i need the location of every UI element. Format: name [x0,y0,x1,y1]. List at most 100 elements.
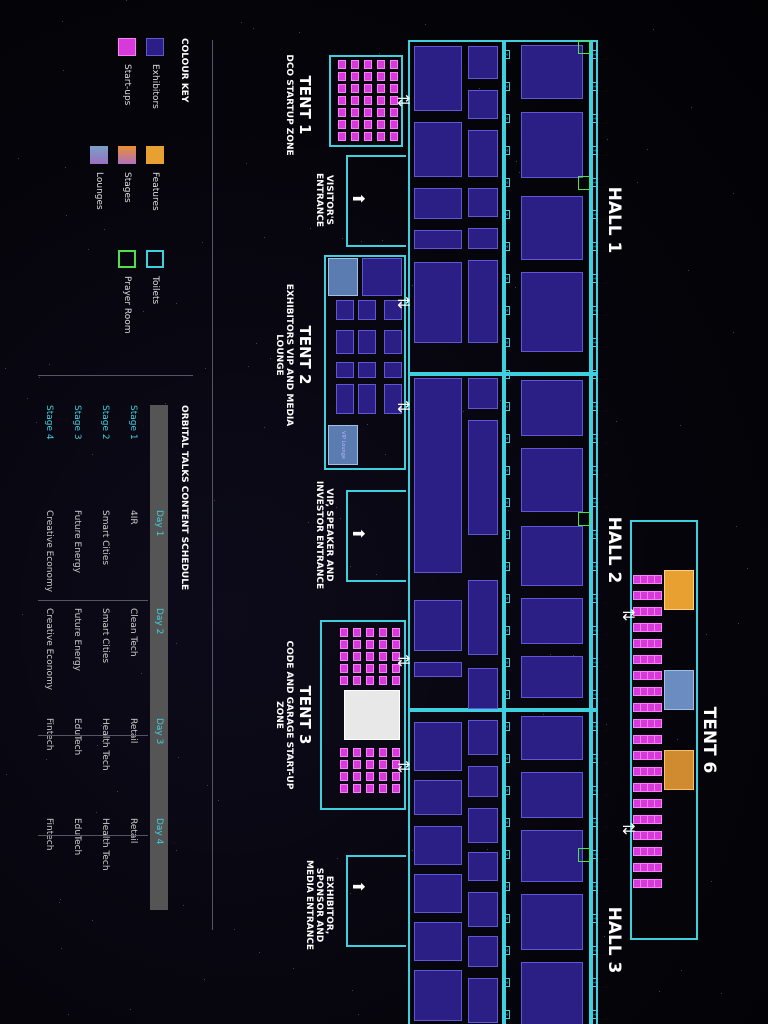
exhibitor-stand [414,874,462,913]
exhibitor-stand [414,262,462,343]
star [62,21,63,22]
toilet-icon: T [590,370,598,379]
star [264,427,265,428]
tent-2-subtitle: EXHIBITORS VIP AND MEDIA LOUNGE [274,283,294,427]
toilet-icon: T [590,850,598,859]
star [299,32,300,33]
toilet-icon: T [502,82,510,91]
toilet-icon: T [502,146,510,155]
startup-stand [654,639,662,648]
star [681,970,682,971]
startup-stand [633,703,641,712]
startup-stand [640,671,648,680]
schedule-day-header: Day 1 [154,510,164,537]
toilet-icon: T [502,754,510,763]
star [92,454,93,455]
startup-stand [647,671,655,680]
startup-stand [379,748,387,757]
vip-lounge: VIP Lounge [328,425,358,465]
startup-stand [647,879,655,888]
toilet-icon: T [590,178,598,187]
key-label-stages: Stages [122,172,132,203]
star [680,425,681,426]
startup-stand [364,96,372,105]
startup-stand [390,132,398,141]
star [358,1014,359,1015]
startup-stand [366,748,374,757]
star [516,161,517,162]
exhibitor-stand [362,258,402,296]
visitors-entrance-label: VISITOR'S ENTRANCE [314,173,334,227]
toilet-icon: T [502,210,510,219]
startup-stand [640,687,648,696]
star [515,287,516,288]
star [310,228,311,229]
startup-stand [353,664,361,673]
toilet-icon: T [502,786,510,795]
startup-stand [340,784,348,793]
star [66,215,67,216]
startup-stand [366,652,374,661]
star [733,332,734,333]
key-label-prayer-room: Prayer Room [122,276,132,334]
schedule-stage-label: Stage 1 [128,405,138,440]
startup-stand [654,799,662,808]
startup-stand [364,84,372,93]
exhibitor-stand [414,230,462,249]
startup-stand [654,607,662,616]
startup-stand [647,591,655,600]
startup-stand [654,751,662,760]
startup-stand [633,575,641,584]
exhibitor-stand [468,580,498,655]
startup-stand [647,767,655,776]
tent-3-title: TENT 3 [296,685,314,745]
toilet-icon: T [502,434,510,443]
startup-stand [647,863,655,872]
startup-stand [647,815,655,824]
startup-stand [647,735,655,744]
schedule-cell: Future Energy [72,510,82,574]
startup-stand [377,120,385,129]
star [607,139,608,140]
startup-stand [351,132,359,141]
startup-stand [364,60,372,69]
exhibitor-entrance-arrow: ⬆ [349,880,368,894]
schedule-cell: Health Tech [100,818,110,871]
star [59,902,60,903]
key-swatch-prayer-room [118,250,136,268]
star [342,238,343,239]
star [382,240,383,241]
star [176,303,177,304]
startup-stand [353,676,361,685]
star [18,158,19,159]
startup-stand [377,132,385,141]
toilet-icon: T [590,946,598,955]
exhibitor-stand [468,378,498,409]
startup-stand [377,84,385,93]
key-label-lounges: Lounges [94,172,104,210]
startup-stand [377,108,385,117]
schedule-cell: 4IR [128,510,138,525]
startup-stand [640,735,648,744]
toilet-icon: T [590,722,598,731]
schedule-cell: Retail [128,818,138,844]
startup-stand [640,591,648,600]
startup-stand [640,719,648,728]
startup-stand [364,120,372,129]
star [308,522,309,523]
exhibitor-stand [414,46,462,111]
star [65,167,66,168]
toilet-icon: T [502,242,510,251]
star [677,739,678,740]
star [101,725,102,726]
schedule-cell: Retail [128,718,138,744]
toilet-icon: T [590,242,598,251]
startup-stand [379,628,387,637]
startup-stand [633,655,641,664]
prayer-room [578,848,590,862]
toilet-icon: T [590,498,598,507]
startup-stand [366,664,374,673]
startup-stand [640,639,648,648]
star [696,694,697,695]
